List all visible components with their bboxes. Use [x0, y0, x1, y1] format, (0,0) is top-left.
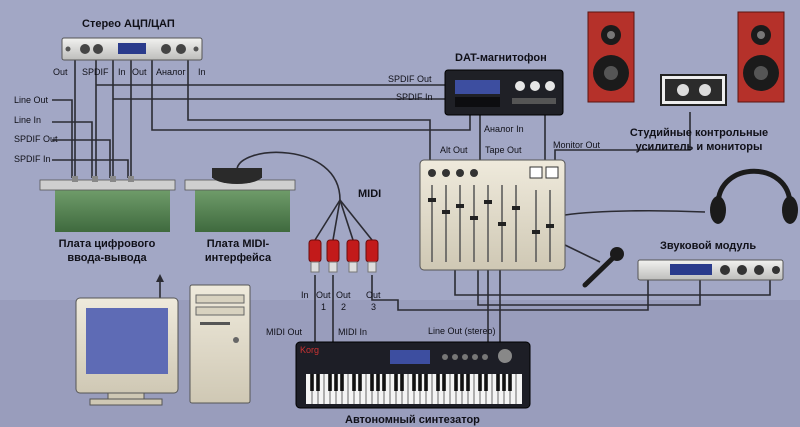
midi-out1-label: Out — [316, 290, 331, 300]
monitors-label: Студийные контрольные усилитель и монито… — [606, 126, 792, 154]
synth-midi-in: MIDI In — [338, 327, 367, 337]
adc-dac-unit — [62, 38, 202, 60]
dat-recorder — [445, 70, 563, 115]
synth-midi-out: MIDI Out — [266, 327, 302, 337]
adc-in-2: In — [198, 67, 206, 77]
synthesizer — [296, 342, 530, 408]
midi-out3-num: 3 — [371, 302, 376, 312]
card-spdif-out: SPDIF Out — [14, 134, 58, 144]
dat-analog-in: Аналог In — [484, 124, 524, 134]
midi-out2-num: 2 — [341, 302, 346, 312]
dat-label: DAT-магнитофон — [455, 52, 547, 64]
synth-label: Автономный синтезатор — [345, 414, 480, 426]
mixer-monitor-out: Monitor Out — [553, 140, 600, 150]
midi-out1-num: 1 — [321, 302, 326, 312]
dat-spdif-in: SPDIF In — [396, 92, 433, 102]
adc-in-1: In — [118, 67, 126, 77]
adc-spdif: SPDIF — [82, 67, 109, 77]
adc-dac-label: Стерео АЦП/ЦАП — [82, 18, 175, 30]
card-line-in: Line In — [14, 115, 41, 125]
card-line-out: Line Out — [14, 95, 48, 105]
computer-monitor — [76, 298, 178, 405]
digital-io-card — [40, 176, 175, 232]
card-spdif-in: SPDIF In — [14, 154, 51, 164]
adc-out-1: Out — [53, 67, 68, 77]
synth-line-out: Line Out (stereo) — [428, 326, 496, 336]
midi-out2-label: Out — [336, 290, 351, 300]
mixer-alt-out: Alt Out — [440, 145, 468, 155]
dat-spdif-out: SPDIF Out — [388, 74, 432, 84]
midi-in-label: In — [301, 290, 309, 300]
mixer-tape-out: Tape Out — [485, 145, 522, 155]
adc-analog: Аналог — [156, 67, 186, 77]
sound-module-label: Звуковой модуль — [660, 240, 756, 252]
midi-card-label: Плата MIDI-интерфейса — [188, 237, 288, 265]
sound-module — [638, 260, 783, 280]
midi-out3-label: Out — [366, 290, 381, 300]
adc-out-2: Out — [132, 67, 147, 77]
synth-brand: Korg — [300, 345, 319, 355]
midi-label: MIDI — [358, 188, 381, 200]
pc-tower — [190, 285, 250, 403]
digital-io-label: Плата цифрового ввода-вывода — [48, 237, 166, 265]
mixer — [420, 160, 565, 270]
